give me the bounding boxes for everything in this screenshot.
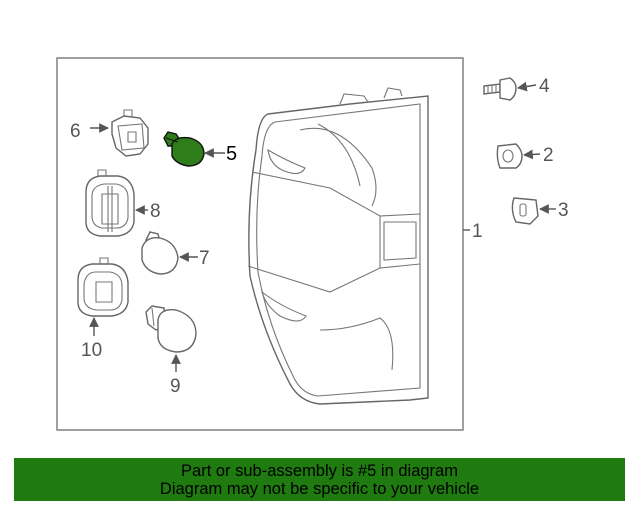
callout-5: 5 (226, 143, 237, 165)
callout-9: 9 (170, 376, 181, 397)
screw-part-4[interactable] (483, 77, 517, 101)
info-banner: Part or sub-assembly is #5 in diagram Di… (14, 458, 625, 501)
tail-lamp-housing[interactable] (247, 87, 429, 405)
callout-1: 1 (472, 221, 483, 242)
callout-10: 10 (81, 340, 102, 361)
callout-7: 7 (199, 248, 210, 269)
assembly-frame (56, 57, 464, 431)
banner-line-part-info: Part or sub-assembly is #5 in diagram (181, 461, 458, 480)
leader-line-4 (517, 81, 537, 92)
banner-line-disclaimer: Diagram may not be specific to your vehi… (159, 479, 480, 498)
leader-line-2 (523, 149, 541, 160)
callout-3: 3 (558, 200, 569, 221)
callout-2: 2 (543, 145, 554, 166)
callout-4: 4 (539, 76, 550, 97)
bulb-part-9[interactable] (145, 305, 197, 353)
callout-6: 6 (70, 121, 81, 142)
socket-part-6[interactable] (111, 109, 149, 157)
clip-part-3[interactable] (511, 197, 539, 225)
socket-part-8[interactable] (85, 169, 135, 237)
grommet-part-2[interactable] (496, 143, 523, 169)
bulb-part-5-highlighted[interactable] (163, 131, 205, 167)
callout-8: 8 (150, 201, 161, 222)
bulb-part-7[interactable] (141, 231, 179, 275)
socket-part-10[interactable] (77, 257, 129, 317)
